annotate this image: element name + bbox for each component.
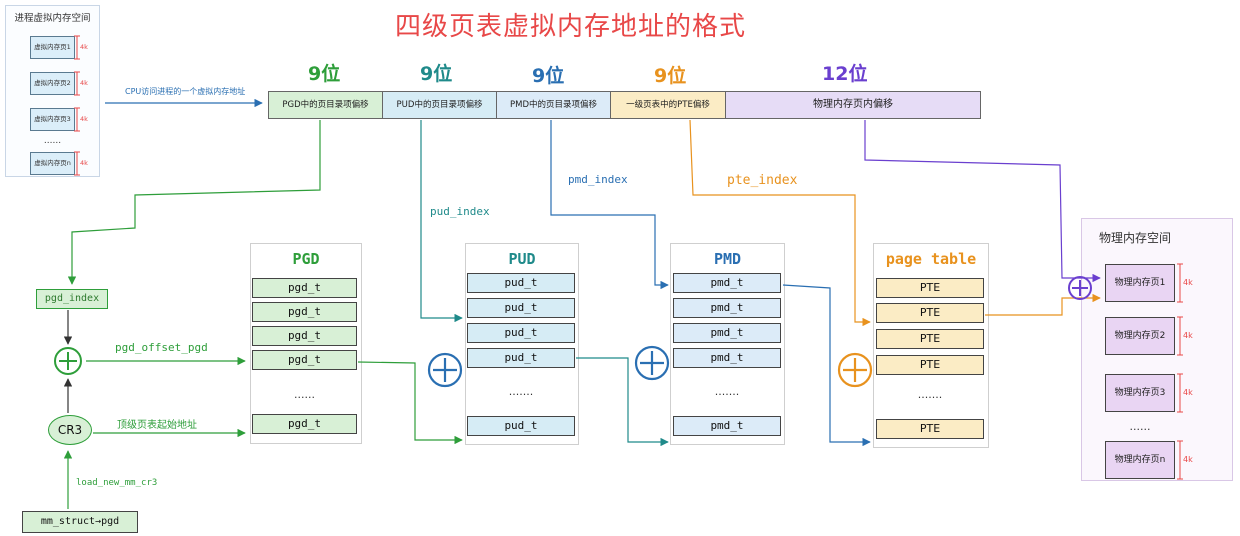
page-size-label: 4k [80, 115, 88, 123]
plus-circle-icon [1068, 276, 1092, 300]
pmd-entry: pmd_t [673, 416, 781, 436]
page-size-label: 4k [80, 159, 88, 167]
physical-page: 物理内存页1 [1105, 264, 1175, 302]
pgd-index-box: pgd_index [36, 289, 108, 309]
pte-offset-field: 一级页表中的PTE偏移 [610, 91, 726, 119]
pte-entry: PTE [876, 355, 984, 375]
diagram-title: 四级页表虚拟内存地址的格式 [395, 12, 747, 42]
pud-offset-field: PUD中的页目录项偏移 [382, 91, 497, 119]
virtual-page: 虚拟内存页n [30, 152, 75, 175]
pud-entry: pud_t [467, 323, 575, 343]
pgd-entry: pgd_t [252, 302, 357, 322]
pgd-entry: pgd_t [252, 350, 357, 370]
page-size-label: 4k [80, 43, 88, 51]
pte-entry: PTE [876, 278, 984, 298]
pmd-entry: pmd_t [673, 323, 781, 343]
pgd-entry: pgd_t [252, 326, 357, 346]
page-offset-field: 物理内存页内偏移 [725, 91, 981, 119]
pud-entry: pud_t [467, 416, 575, 436]
pud-entry: pud_t [467, 298, 575, 318]
pmd-index-label: pmd_index [568, 173, 628, 186]
pmd-bits-count: 9位 [532, 65, 565, 87]
load-cr3-label: load_new_mm_cr3 [76, 478, 158, 488]
pte-index-label: pte_index [727, 173, 798, 188]
pmd-offset-field: PMD中的页目录项偏移 [496, 91, 611, 119]
plus-circle-icon [634, 345, 670, 381]
page-size-label: 4k [1183, 388, 1193, 397]
pgd-table-title: PGD [292, 250, 320, 268]
plus-circle-icon [837, 352, 873, 388]
pud-table-title: PUD [508, 250, 536, 268]
offset-bits-count: 12位 [822, 63, 868, 85]
page-size-label: 4k [1183, 278, 1193, 287]
pud-index-label: pud_index [430, 205, 490, 218]
plus-circle-icon [54, 347, 82, 375]
virtual-memory-space-title: 进程虚拟内存空间 [14, 13, 91, 24]
pud-entry: pud_t [467, 348, 575, 368]
virtual-page: 虚拟内存页2 [30, 72, 75, 95]
pgd-offset-label: pgd_offset_pgd [115, 341, 208, 354]
pgd-offset-field: PGD中的页目录项偏移 [268, 91, 383, 119]
physical-memory-space-title: 物理内存空间 [1099, 231, 1172, 245]
virtual-page-dots: ...... [43, 136, 62, 146]
pgd-entry: pgd_t [252, 278, 357, 298]
pgd-dots: ...... [294, 388, 315, 401]
pgd-entry: pgd_t [252, 414, 357, 434]
top-table-address-label: 顶级页表起始地址 [117, 420, 197, 431]
physical-page: 物理内存页n [1105, 441, 1175, 479]
cpu-access-label: CPU访问进程的一个虚拟内存地址 [125, 87, 246, 96]
pmd-entry: pmd_t [673, 298, 781, 318]
pud-bits-count: 9位 [420, 63, 453, 85]
pte-dots: ....... [917, 388, 943, 401]
page-size-label: 4k [80, 79, 88, 87]
pte-entry: PTE [876, 329, 984, 349]
page-size-label: 4k [1183, 455, 1193, 464]
plus-circle-icon [427, 352, 463, 388]
pmd-entry: pmd_t [673, 348, 781, 368]
mm-struct-pgd-box: mm_struct→pgd [22, 511, 138, 533]
page-size-label: 4k [1183, 331, 1193, 340]
pgd-bits-count: 9位 [308, 63, 341, 85]
pud-entry: pud_t [467, 273, 575, 293]
page-table-title: page table [885, 250, 977, 268]
virtual-page: 虚拟内存页3 [30, 108, 75, 131]
pmd-table-title: PMD [713, 250, 742, 268]
physical-page-dots: ...... [1129, 420, 1151, 433]
cr3-register: CR3 [48, 415, 92, 445]
pte-entry: PTE [876, 303, 984, 323]
pte-entry: PTE [876, 419, 984, 439]
virtual-page: 虚拟内存页1 [30, 36, 75, 59]
pte-bits-count: 9位 [654, 65, 687, 87]
physical-page: 物理内存页3 [1105, 374, 1175, 412]
pmd-dots: ....... [714, 385, 740, 398]
physical-page: 物理内存页2 [1105, 317, 1175, 355]
pud-dots: ....... [508, 385, 534, 398]
pmd-entry: pmd_t [673, 273, 781, 293]
